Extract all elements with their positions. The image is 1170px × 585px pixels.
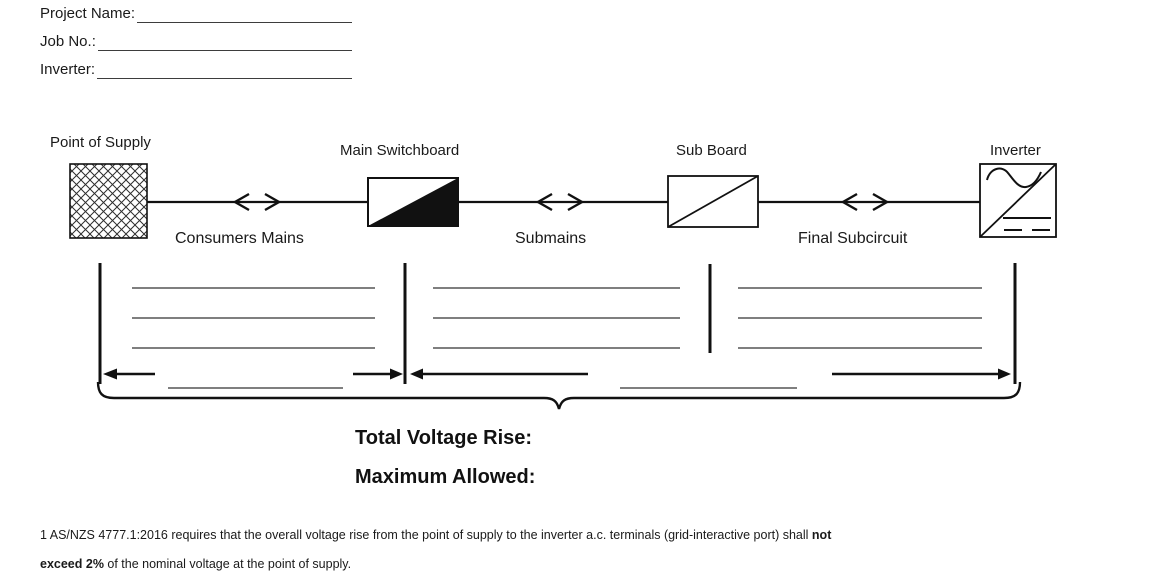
- submains-entry-lines[interactable]: [433, 287, 680, 349]
- point-of-supply-symbol: [69, 163, 148, 239]
- point-of-supply-label: Point of Supply: [50, 134, 151, 151]
- footnote-line1-bold: not: [811, 528, 832, 542]
- double-arrow-icon: [840, 192, 890, 212]
- submains-line: [458, 192, 668, 212]
- job-no-input-line[interactable]: [97, 33, 352, 51]
- span-arrow-right-in: [353, 368, 403, 380]
- consumers-mains-line: [147, 192, 368, 212]
- maximum-allowed-label: Maximum Allowed:: [355, 466, 536, 488]
- final-subcircuit-line: [758, 192, 980, 212]
- inverter-input-line[interactable]: [97, 61, 352, 79]
- final-subcircuit-label: Final Subcircuit: [798, 230, 908, 247]
- total-span-brace: [96, 381, 1022, 410]
- footnote-line2-text: of the nominal voltage at the point of s…: [103, 557, 352, 571]
- final-subcircuit-entry-lines[interactable]: [738, 287, 982, 349]
- double-arrow-icon: [535, 192, 585, 212]
- sub-board-symbol: [667, 175, 759, 228]
- total-voltage-rise-label: Total Voltage Rise:: [355, 427, 533, 449]
- job-no-field: Job No.:: [40, 30, 352, 51]
- footnote-line-2: exceed 2% of the nominal voltage at the …: [40, 557, 351, 571]
- submains-label: Submains: [515, 230, 587, 247]
- inverter-symbol: [979, 163, 1057, 238]
- footnote-line-1: 1 AS/NZS 4777.1:2016 requires that the o…: [40, 528, 831, 542]
- inverter-ac-sine-icon: [986, 167, 1042, 189]
- consumers-mains-label: Consumers Mains: [175, 230, 304, 247]
- inverter-dc-lines-icon: [1003, 217, 1051, 231]
- footnote-line2-bold: exceed 2%: [40, 557, 104, 571]
- main-switchboard-label: Main Switchboard: [340, 142, 460, 159]
- project-name-input-line[interactable]: [137, 5, 352, 23]
- span-arrow-mid-left: [410, 368, 588, 380]
- inverter-label: Inverter:: [40, 61, 96, 78]
- consumers-mains-entry-lines[interactable]: [132, 287, 375, 349]
- span-arrow-left-out: [103, 368, 155, 380]
- project-name-label: Project Name:: [40, 5, 136, 22]
- inverter-node-label: Inverter: [990, 142, 1041, 159]
- project-name-field: Project Name:: [40, 2, 352, 23]
- span-arrow-far-right: [832, 368, 1011, 380]
- inverter-field: Inverter:: [40, 58, 352, 79]
- main-switchboard-symbol: [367, 177, 459, 227]
- double-arrow-icon: [232, 192, 282, 212]
- sub-board-label: Sub Board: [676, 142, 747, 159]
- footnote-line1-text: 1 AS/NZS 4777.1:2016 requires that the o…: [40, 528, 812, 542]
- job-no-label: Job No.:: [40, 33, 96, 50]
